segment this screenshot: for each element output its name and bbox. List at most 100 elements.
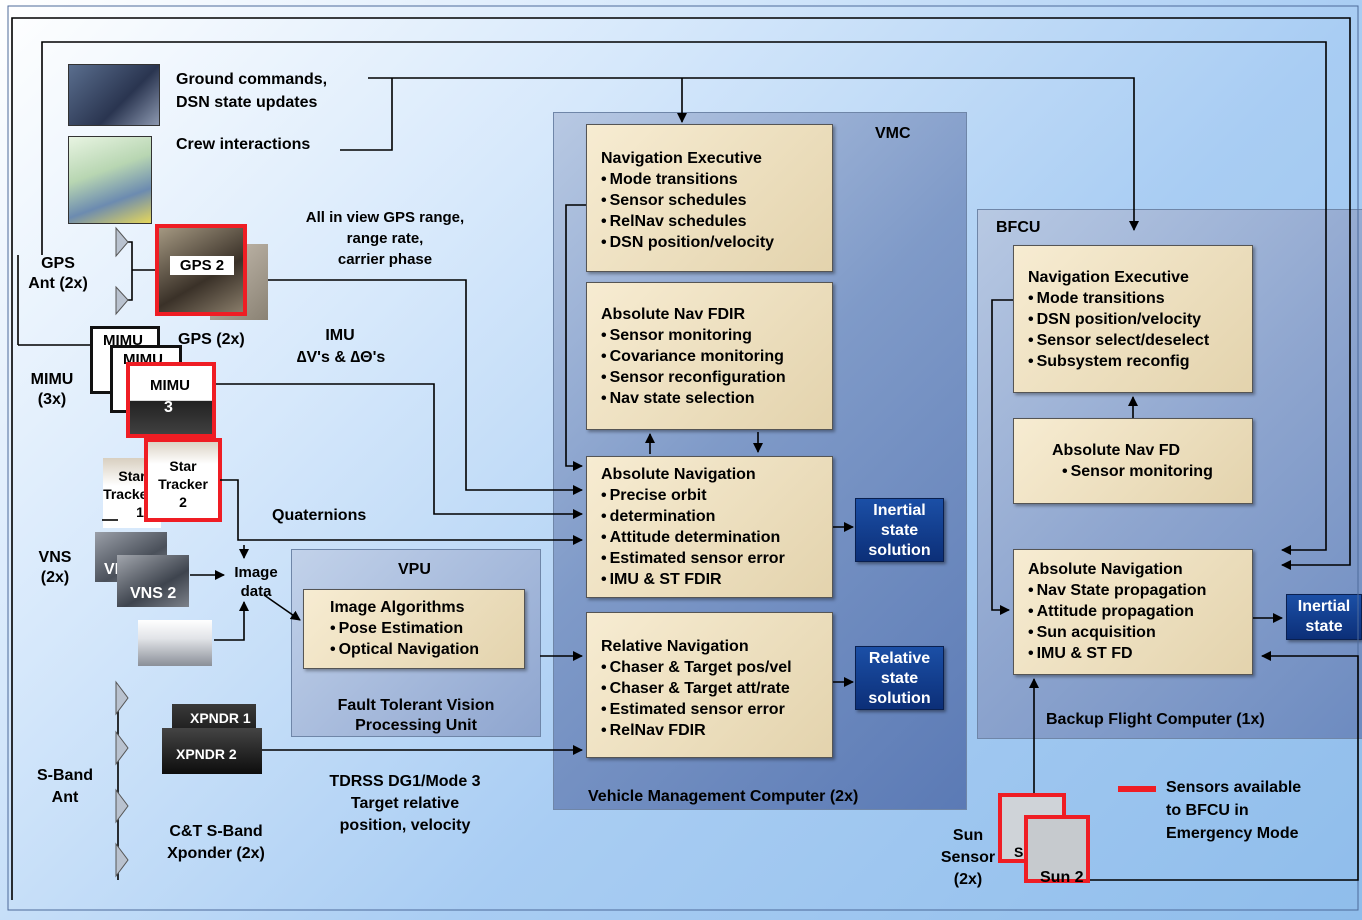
list-item: Sensor select/deselect (1028, 330, 1242, 351)
list-item: RelNav FDIR (601, 720, 822, 741)
list-item: Sensor schedules (601, 190, 822, 211)
inertial-label-2: state (880, 522, 919, 539)
star-tracker-1-label-2: Tracker (103, 486, 153, 502)
gps-ant-label-2: Ant (2x) (28, 275, 88, 292)
imu-label-1: IMU (325, 327, 355, 344)
sun2-highlight (1024, 815, 1090, 883)
sband-ant-label-2: Ant (51, 789, 79, 806)
star-tracker-2-label-2: Tracker (158, 476, 208, 492)
bfcu-inertial-state-box: Inertial state (1286, 594, 1362, 640)
tdrss-label-3: position, velocity (339, 817, 471, 834)
mimu3-label-1: MIMU (150, 377, 190, 394)
list-item: DSN position/velocity (1028, 309, 1242, 330)
bfcu-nav-executive-box: Navigation Executive Mode transitions DS… (1013, 245, 1253, 393)
gps-data-label-3: carrier phase (337, 251, 433, 268)
vmc-footer: Vehicle Management Computer (2x) (588, 788, 859, 805)
bfcu-abs-nav-fd-box: Absolute Nav FD Sensor monitoring (1013, 418, 1253, 504)
mimu3-label-2: 3 (164, 399, 173, 416)
bfcu-inertial-label-1: Inertial (1297, 598, 1351, 615)
star-tracker-1-label-1: Star (118, 468, 146, 484)
bfcu-inertial-label-2: state (1305, 618, 1343, 635)
inertial-state-solution-box: Inertial state solution (855, 498, 944, 562)
relative-label-1: Relative (868, 650, 931, 667)
xponder-label-2: Xponder (2x) (167, 845, 265, 862)
sun-sensor-label-2: Sensor (940, 849, 996, 866)
list-item: Estimated sensor error (601, 548, 822, 569)
tdrss-label-1: TDRSS DG1/Mode 3 (329, 773, 481, 790)
list-item: Mode transitions (601, 169, 822, 190)
crew-interactions-label: Crew interactions (176, 136, 311, 153)
xponder-label-1: C&T S-Band (169, 823, 263, 840)
bfcu-abs-nav-fd-title: Absolute Nav FD (1052, 442, 1181, 459)
list-item: Nav State propagation (1028, 580, 1242, 601)
imu-label-2: ∆V's & ∆Θ's (296, 349, 386, 366)
bfcu-footer: Backup Flight Computer (1x) (1046, 711, 1265, 728)
bfcu-absolute-nav-title: Absolute Navigation (1028, 561, 1183, 578)
gps-data-label-1: All in view GPS range, (305, 209, 465, 226)
vpu-footer-1: Fault Tolerant Vision (337, 697, 495, 714)
vpu-image-algorithms-title: Image Algorithms (330, 599, 465, 616)
ground-station-photo (68, 64, 160, 126)
star-tracker-2-label-3: 2 (179, 494, 187, 510)
vns2-photo (117, 555, 189, 607)
inertial-label-1: Inertial (873, 502, 926, 519)
vmc-absolute-nav-title: Absolute Navigation (601, 466, 756, 483)
bfcu-title: BFCU (996, 219, 1041, 236)
image-data-label-1: Image (234, 564, 278, 581)
list-item: Attitude propagation (1028, 601, 1242, 622)
ground-commands-label-2: DSN state updates (176, 94, 318, 111)
vns-side-label-1: VNS (38, 549, 72, 566)
camera-photo (138, 620, 212, 666)
list-item: RelNav schedules (601, 211, 822, 232)
list-item: Nav state selection (601, 388, 822, 409)
list-item: Sensor monitoring (1062, 461, 1242, 482)
legend-text-3: Emergency Mode (1166, 825, 1299, 842)
list-item: Optical Navigation (330, 639, 514, 660)
list-item: Mode transitions (1028, 288, 1242, 309)
gps-count-label: GPS (2x) (178, 331, 245, 348)
vmc-relative-nav-title: Relative Navigation (601, 638, 749, 655)
bfcu-absolute-nav-box: Absolute Navigation Nav State propagatio… (1013, 549, 1253, 675)
list-item: Sun acquisition (1028, 622, 1242, 643)
xpndr2-photo (162, 728, 262, 774)
tdrss-label-2: Target relative (350, 795, 460, 812)
mimu-side-label-1: MIMU (30, 371, 74, 388)
list-item: IMU & ST FD (1028, 643, 1242, 664)
legend-red-swatch (1118, 786, 1156, 792)
vpu-image-algorithms-box: Image Algorithms Pose Estimation Optical… (303, 589, 525, 669)
list-item-continuation: determination (601, 506, 822, 527)
vmc-nav-executive-title: Navigation Executive (601, 150, 762, 167)
xpndr2-label: XPNDR 2 (176, 746, 237, 762)
legend-text-2: to BFCU in (1166, 802, 1249, 819)
star-tracker-2-label-1: Star (169, 458, 197, 474)
list-item: Covariance monitoring (601, 346, 822, 367)
list-item: Precise orbit (601, 485, 822, 506)
star-tracker-1-label-3: 1 (136, 504, 144, 520)
gps2-highlight (155, 224, 247, 316)
relative-state-solution-box: Relative state solution (855, 646, 944, 710)
gps2-label: GPS 2 (170, 256, 234, 275)
gps-data-label-2: range rate, (346, 230, 424, 247)
sun2-label: Sun 2 (1040, 869, 1084, 886)
list-item: Pose Estimation (330, 618, 514, 639)
vmc-absolute-nav-box: Absolute Navigation Precise orbit determ… (586, 456, 833, 598)
sband-ant-label-1: S-Band (37, 767, 93, 784)
mimu3-photo (127, 363, 215, 438)
list-item: Chaser & Target att/rate (601, 678, 822, 699)
mimu-side-label-2: (3x) (37, 391, 67, 408)
list-item: Chaser & Target pos/vel (601, 657, 822, 678)
list-item: Sensor monitoring (601, 325, 822, 346)
crew-cockpit-photo (68, 136, 152, 224)
list-item: Sensor reconfiguration (601, 367, 822, 388)
list-item: Attitude determination (601, 527, 822, 548)
vns-side-label-2: (2x) (40, 569, 70, 586)
list-item: IMU & ST FDIR (601, 569, 822, 590)
list-item: Subsystem reconfig (1028, 351, 1242, 372)
star-tracker-2-photo (146, 440, 220, 520)
inertial-label-3: solution (868, 542, 931, 559)
quaternions-label: Quaternions (272, 507, 367, 524)
vmc-relative-nav-box: Relative Navigation Chaser & Target pos/… (586, 612, 833, 758)
vmc-nav-executive-box: Navigation Executive Mode transitions Se… (586, 124, 833, 272)
